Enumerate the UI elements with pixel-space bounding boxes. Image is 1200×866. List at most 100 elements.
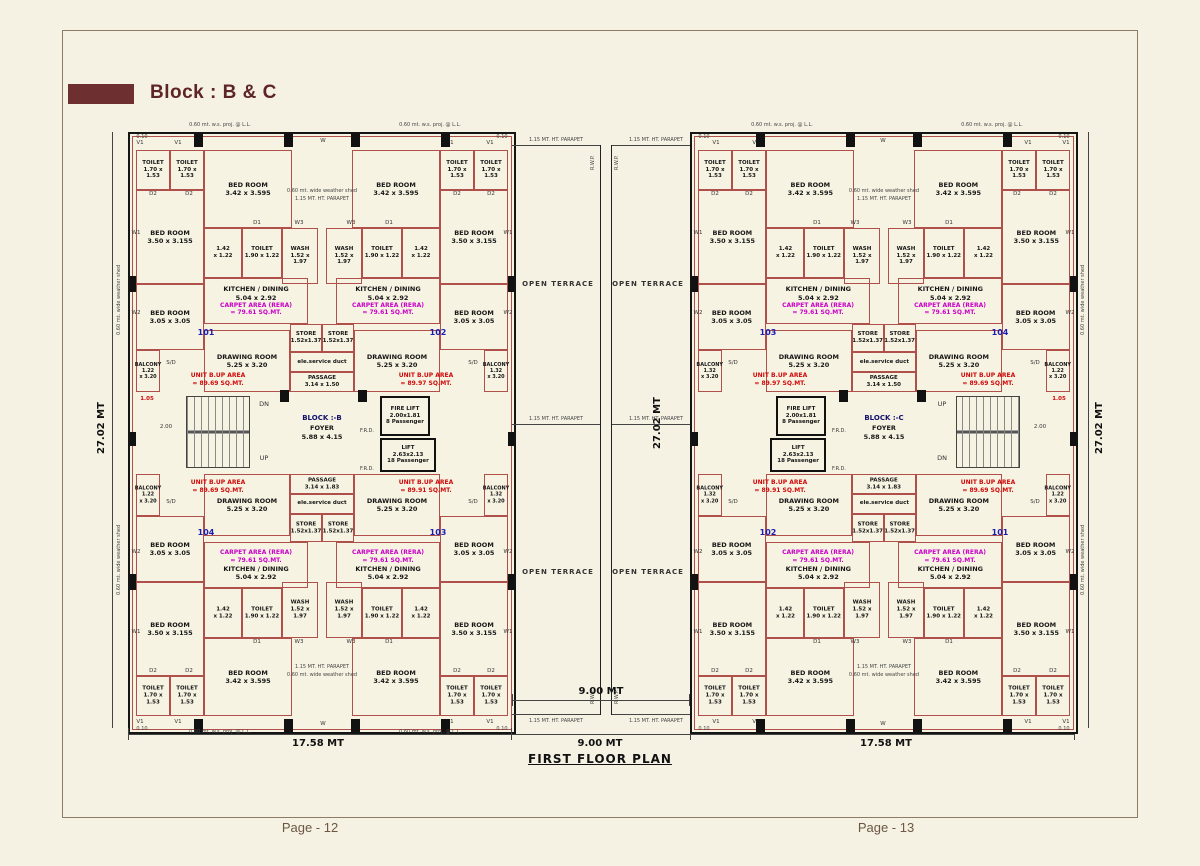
room-bedroom: BED ROOM 3.05 x 3.05 [440, 516, 508, 582]
frd-tag: F.R.D. [360, 466, 374, 472]
room-label: BED ROOM 3.50 x 3.155 [709, 228, 755, 245]
room-label: PASSAGE 3.14 x 1.83 [866, 477, 902, 490]
room-label: 1.42 x 1.22 [213, 246, 233, 259]
unit-number: 102 [429, 328, 447, 337]
staircase [186, 396, 250, 468]
room-label: BALCONY 1.32 x 3.20 [696, 361, 724, 381]
room-balcony: BALCONY 1.22 x 3.20 [1045, 350, 1071, 392]
ws-projection-note: 0.60 mt. w.s. proj. @ L.L. [189, 729, 251, 735]
fire-lift: FIRE LIFT 2.00x1.81 8 Passenger [776, 396, 826, 436]
rwp-label: R.W.P. [614, 155, 620, 171]
room-label: BALCONY 1.22 x 3.20 [1044, 485, 1072, 505]
parapet-label: 1.15 MT. HT. PARAPET [628, 718, 684, 724]
room-label: WASH 1.52 x 1.97 [896, 245, 916, 266]
tag-d2: D2 [149, 668, 157, 675]
unit-number: 104 [991, 328, 1009, 337]
tag-w2: W2 [131, 310, 141, 316]
room-toilet: TOILET 1.70 x 1.53 [732, 150, 766, 190]
tag-v1: V1 [712, 140, 720, 146]
unit-area-label: UNIT B.UP AREA = 89.69 SQ.MT. [190, 372, 246, 387]
tag-w: W [320, 721, 326, 728]
dim-010: 0.10 [496, 725, 508, 732]
room-bedroom: BED ROOM 3.05 x 3.05 [1002, 284, 1070, 350]
room-toilet: TOILET 1.70 x 1.53 [170, 676, 204, 716]
room-passage: PASSAGE 3.14 x 1.83 [290, 474, 354, 494]
service-duct: ele.service duct [852, 352, 916, 372]
column [130, 432, 136, 446]
room-toilet: TOILET 1.70 x 1.53 [698, 676, 732, 716]
room-label: KITCHEN / DINING 5.04 x 2.92 [785, 285, 851, 302]
parapet-line [612, 714, 690, 715]
room-toilet: TOILET 1.70 x 1.53 [1036, 676, 1070, 716]
gap-width-dim: 9.00 MT [578, 686, 624, 697]
room-passage: PASSAGE 3.14 x 1.50 [852, 372, 916, 392]
room-label: KITCHEN / DINING 5.04 x 2.92 [355, 285, 421, 302]
room-label: BALCONY 1.32 x 3.20 [696, 485, 724, 505]
room-label: BED ROOM 3.50 x 3.155 [1013, 620, 1059, 637]
room-wash: WASH 1.52 x 1.97 [888, 582, 924, 638]
room-balcony: BALCONY 1.32 x 3.20 [696, 474, 724, 516]
tag-w1: W1 [1065, 230, 1075, 236]
room-label: BED ROOM 3.50 x 3.155 [147, 620, 193, 637]
room-label: BED ROOM 3.05 x 3.05 [1015, 308, 1057, 325]
tag-w3: W3 [346, 639, 356, 646]
dim-010: 0.10 [1058, 725, 1070, 732]
room-label: TOILET 1.90 x 1.22 [244, 606, 280, 619]
room-label: BED ROOM 3.05 x 3.05 [149, 540, 191, 557]
room-balcony: BALCONY 1.32 x 3.20 [483, 350, 509, 392]
room-bedroom: BED ROOM 3.50 x 3.155 [440, 582, 508, 676]
tag-v1: V1 [174, 719, 182, 726]
room-label: STORE 1.52x1.37 [290, 521, 322, 534]
left-dim-line [112, 132, 113, 728]
tag-w3: W3 [294, 220, 304, 226]
room-label: TOILET 1.70 x 1.53 [142, 685, 164, 706]
unit-area-label: UNIT B.UP AREA = 89.91 SQ.MT. [398, 479, 454, 494]
room-store: STORE 1.52x1.37 [852, 324, 884, 352]
room-label: BED ROOM 3.42 x 3.595 [787, 180, 833, 197]
room-toilet: TOILET 1.90 x 1.22 [242, 228, 282, 278]
parapet-label: 1.15 MT. HT. PARAPET [856, 196, 912, 202]
room-toilet: TOILET 1.70 x 1.53 [440, 150, 474, 190]
tag-d2: D2 [711, 191, 719, 197]
tag-v1: V1 [1024, 140, 1032, 146]
room-balcony: BALCONY 1.32 x 3.20 [696, 350, 724, 392]
room-label: 1.42 x 1.22 [411, 606, 431, 619]
room-store: STORE 1.52x1.37 [322, 514, 354, 542]
room-toilet: TOILET 1.70 x 1.53 [136, 150, 170, 190]
room-lobby: 1.42 x 1.22 [204, 588, 242, 638]
unit-area-label: UNIT B.UP AREA = 89.91 SQ.MT. [752, 479, 808, 494]
room-label: TOILET 1.70 x 1.53 [1008, 685, 1030, 706]
room-label: TOILET 1.70 x 1.53 [1042, 685, 1064, 706]
room-balcony: BALCONY 1.32 x 3.20 [483, 474, 509, 516]
column [1003, 134, 1012, 147]
tag-v1: V1 [174, 140, 182, 146]
tag-w1: W1 [503, 629, 513, 636]
room-label: BED ROOM 3.42 x 3.595 [225, 180, 271, 197]
tag-d2: D2 [185, 191, 193, 197]
stair-width-dim: 2.00 [1033, 424, 1047, 430]
tag-sd: S/D [1030, 499, 1040, 506]
room-label: BED ROOM 3.50 x 3.155 [709, 620, 755, 637]
tag-d1: D1 [385, 220, 393, 226]
room-toilet: TOILET 1.90 x 1.22 [804, 228, 844, 278]
tag-d2: D2 [185, 668, 193, 675]
ws-projection-note: 0.60 mt. w.s. proj. @ L.L. [751, 122, 813, 128]
room-bedroom: BED ROOM 3.42 x 3.595 [352, 150, 440, 228]
block-half-bottom: TOILET 1.70 x 1.53 TOILET 1.70 x 1.53 BE… [130, 472, 514, 732]
room-label: KITCHEN / DINING 5.04 x 2.92 [917, 285, 983, 302]
room-label: TOILET 1.70 x 1.53 [480, 159, 502, 180]
room-label: STORE 1.52x1.37 [290, 331, 322, 344]
room-label: WASH 1.52 x 1.97 [290, 599, 310, 620]
room-label: TOILET 1.90 x 1.22 [364, 246, 400, 259]
room-label: DRAWING ROOM 5.25 x 3.20 [778, 496, 840, 513]
room-label: BED ROOM 3.05 x 3.05 [453, 540, 495, 557]
column [756, 719, 765, 732]
center-expansion-strip [600, 145, 612, 715]
room-toilet: TOILET 1.90 x 1.22 [362, 588, 402, 638]
room-wash: WASH 1.52 x 1.97 [282, 228, 318, 284]
tag-d2: D2 [1049, 668, 1057, 675]
